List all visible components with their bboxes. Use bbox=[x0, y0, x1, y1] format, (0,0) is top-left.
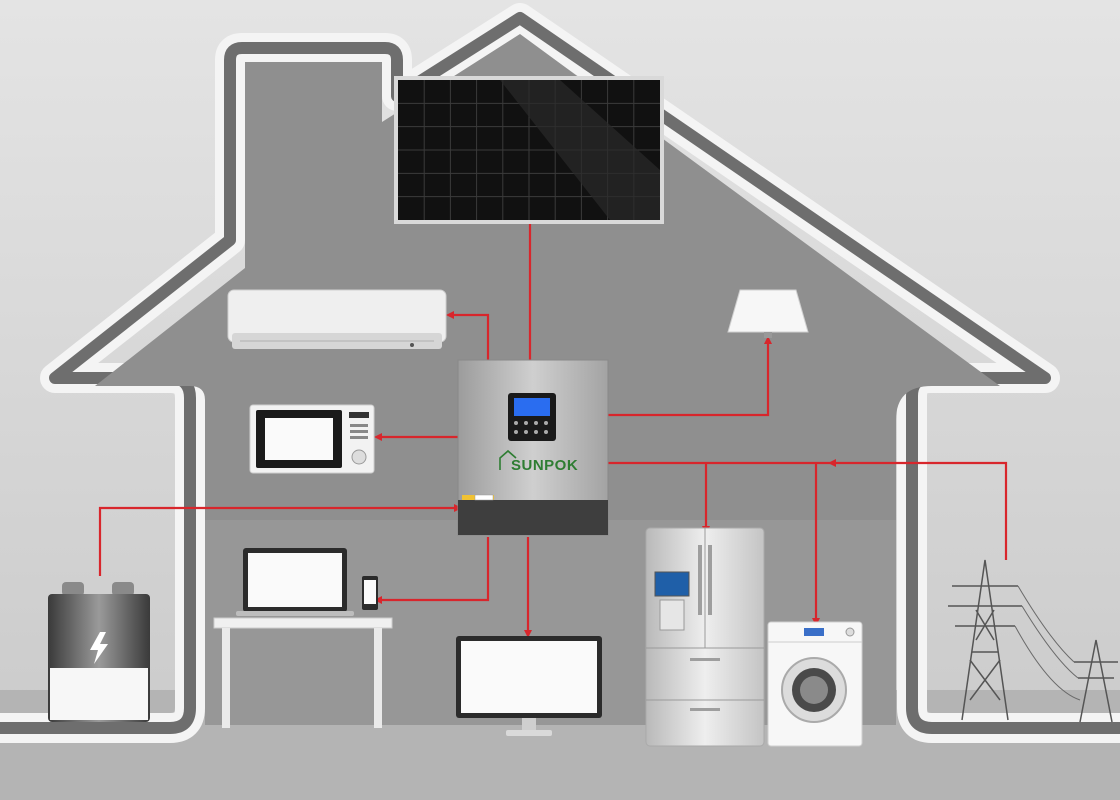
transmission-tower-icon bbox=[948, 559, 1118, 723]
wire-arrows bbox=[374, 311, 836, 638]
air-conditioner-icon bbox=[227, 289, 447, 349]
desk-icon bbox=[213, 617, 393, 728]
refrigerator-icon bbox=[645, 527, 765, 747]
monitor-icon bbox=[456, 636, 602, 736]
washing-machine-icon bbox=[767, 621, 863, 747]
battery-icon bbox=[48, 582, 150, 722]
inverter-icon: SUNPOK bbox=[457, 359, 609, 536]
lamp-icon bbox=[727, 289, 809, 338]
power-wires bbox=[98, 222, 1008, 632]
microwave-icon bbox=[249, 404, 375, 474]
solar-panel-icon bbox=[394, 76, 664, 224]
phone-icon bbox=[362, 576, 378, 610]
sunpok-logo: SUNPOK bbox=[499, 449, 578, 474]
brand-name: SUNPOK bbox=[511, 457, 578, 474]
laptop-icon bbox=[236, 548, 354, 616]
